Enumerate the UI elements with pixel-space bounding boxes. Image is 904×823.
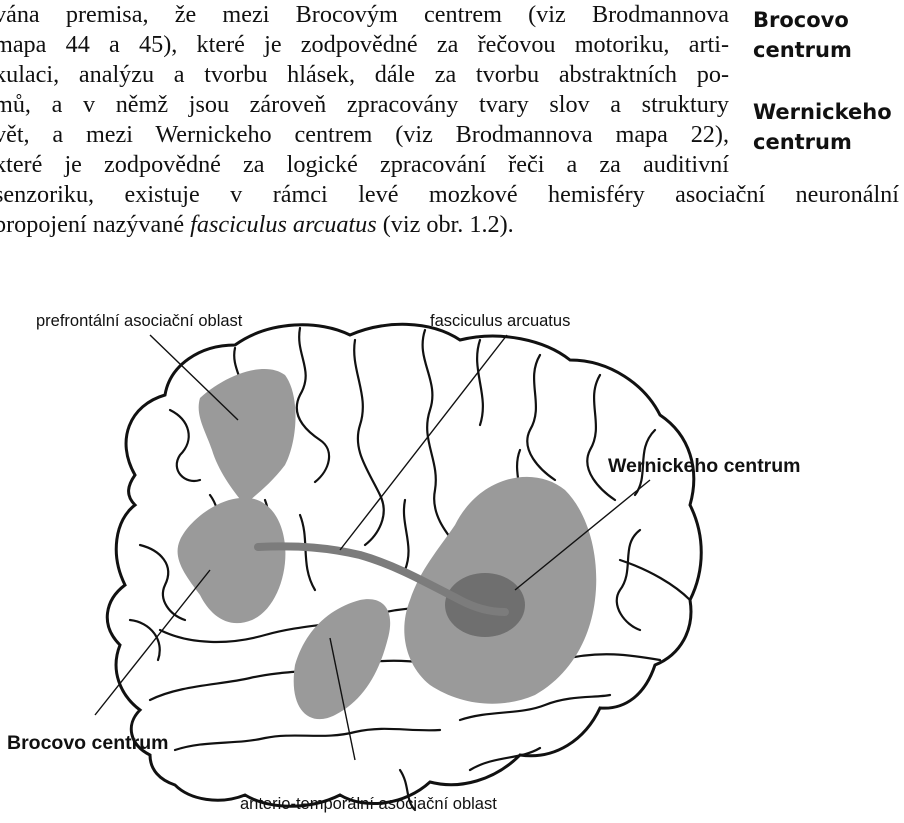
margin-notes: Brocovo centrum Wernickeho centrum (753, 5, 903, 189)
margin-note-wernicke: Wernickeho centrum (753, 97, 903, 157)
text-line: mů, a v němž jsou zároveň zpracovány tva… (0, 90, 729, 120)
text-line: vána premisa, že mezi Brocovým centrem (… (0, 0, 729, 30)
body-text: vána premisa, že mezi Brocovým centrem (… (0, 0, 729, 240)
text-line: které je zodpovědné za logické zpracován… (0, 150, 729, 180)
label-anterio-temporal: anterio-temporální asociační oblast (240, 795, 497, 814)
text-line: kulaci, analýzu a tvorbu hlásek, dále za… (0, 60, 729, 90)
text-fragment: (viz obr. 1.2). (377, 211, 514, 238)
text-fragment: propojení nazývané (0, 211, 190, 238)
italic-term: fasciculus arcuatus (190, 211, 377, 238)
brain-figure: prefrontální asociační oblast fasciculus… (0, 300, 904, 823)
label-fasciculus: fasciculus arcuatus (430, 312, 570, 331)
text-line: propojení nazývané fasciculus arcuatus (… (0, 210, 729, 240)
text-line: mapa 44 a 45), které je zodpovědné za ře… (0, 30, 729, 60)
wernicke-core (445, 573, 525, 637)
margin-note-broca: Brocovo centrum (753, 5, 903, 65)
label-broca: Brocovo centrum (7, 732, 168, 755)
label-wernicke: Wernickeho centrum (608, 455, 801, 478)
text-line: vět, a mezi Wernickeho centrem (viz Brod… (0, 120, 729, 150)
label-prefrontal: prefrontální asociační oblast (36, 312, 242, 331)
